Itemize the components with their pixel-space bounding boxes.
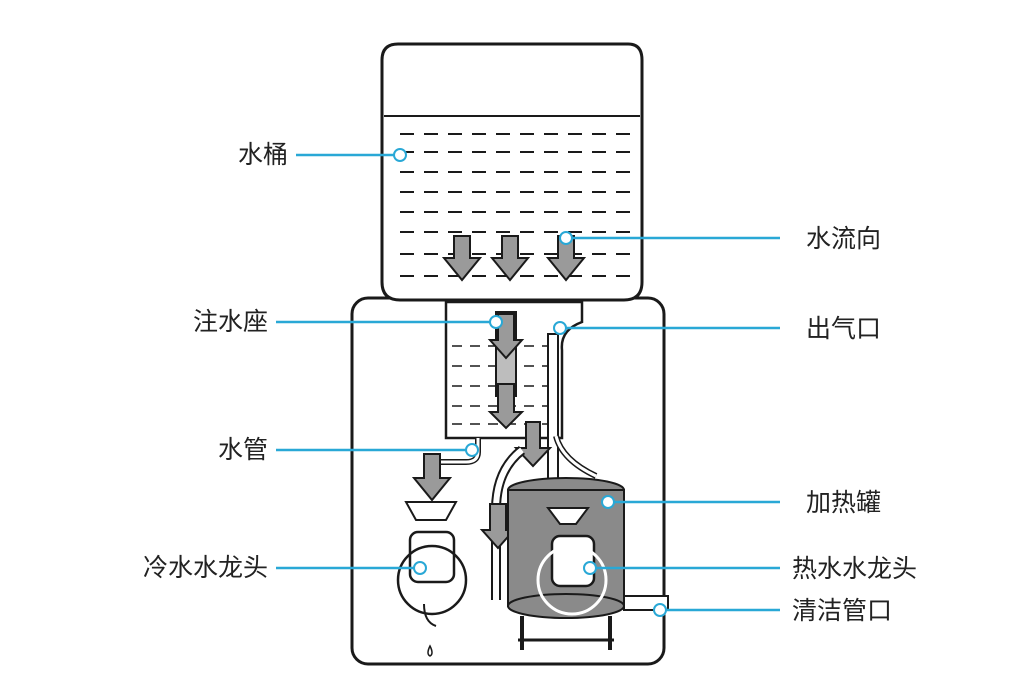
label-water-pipe: 水管 <box>217 435 268 464</box>
water-bucket <box>380 42 644 302</box>
dot-bucket <box>393 148 407 162</box>
dot-cold-tap <box>413 561 427 575</box>
label-air-outlet: 出气口 <box>806 314 882 343</box>
label-water-seat: 注水座 <box>192 307 268 336</box>
cold-tap-assembly <box>396 501 468 657</box>
flow-arrows <box>441 235 587 282</box>
dot-cleaning-port <box>653 603 667 617</box>
label-hot-tap: 热水水龙头 <box>792 554 918 583</box>
dot-hot-tap <box>583 561 597 575</box>
heating-tank <box>507 477 625 650</box>
dot-air-outlet <box>553 321 567 335</box>
label-bucket: 水桶 <box>237 140 288 169</box>
air-outlet-tube <box>547 333 559 485</box>
label-cold-tap: 冷水水龙头 <box>142 553 268 582</box>
label-heating-tank: 加热罐 <box>806 488 882 517</box>
label-water-flow: 水流向 <box>806 224 882 253</box>
dot-heating-tank <box>601 495 615 509</box>
dot-water-pipe <box>465 443 479 457</box>
dot-water-seat <box>489 315 503 329</box>
dot-water-flow <box>559 231 573 245</box>
label-cleaning-port: 清洁管口 <box>792 596 893 625</box>
